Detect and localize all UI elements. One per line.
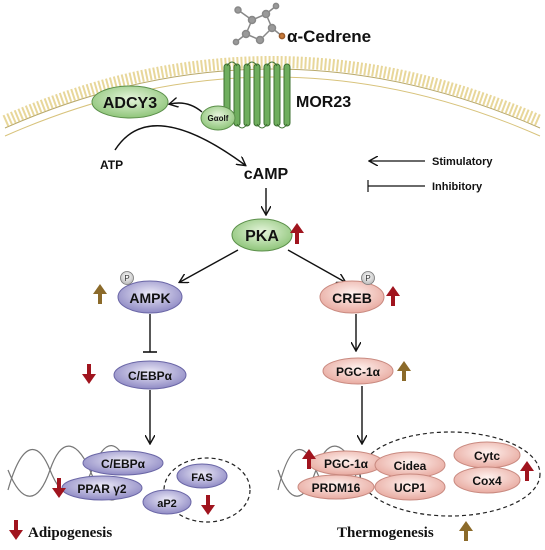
gene-cox4-node [453,466,521,494]
adipogenesis-label: Adipogenesis [28,525,112,541]
pgc1a-label: PGC-1α [336,365,381,379]
cebpa-node [113,360,187,390]
gene-ucp1-label: UCP1 [394,481,426,495]
gene-cebpa-label: C/EBPα [101,457,146,471]
ligand-name: α-Cedrene [287,27,371,46]
ampk-node [117,280,183,314]
legend-inhibitory: Inhibitory [432,181,483,193]
receptor-name: MOR23 [296,94,351,111]
atp-label: ATP [100,158,123,172]
thermogenesis-label: Thermogenesis [337,525,434,541]
gene-ap2-node [142,489,192,515]
legend: Stimulatory Inhibitory [367,156,493,193]
ampk-phospho-label: P [124,274,129,283]
cebpa-down-arrow-icon [82,364,96,384]
g-alpha-olf-node [200,105,236,131]
creb-phospho-label: P [365,274,370,283]
gene-cidea-label: Cidea [394,459,427,473]
fas-down-arrow-icon [201,495,215,515]
gene-fas-label: FAS [191,472,212,484]
gene-pparg2-label: PPAR γ2 [77,482,126,496]
cell-membrane [2,56,543,137]
pgc1a-node [322,357,394,385]
left-target-genes-circle [163,457,251,523]
gene-prdm16-node [297,474,375,500]
g-alpha-olf-label: Gαolf [208,114,229,123]
left-genes-down-arrow-icon [52,478,66,498]
adipogenesis-down-arrow-icon [9,520,23,540]
cebpa-label: C/EBPα [128,369,173,383]
pka-up-arrow-icon [290,223,304,244]
pka-node [231,218,293,252]
gene-cebpa-node [82,450,164,476]
pka-to-creb-arrow [287,249,345,282]
ampk-phospho-icon [120,271,134,285]
creb-phospho-icon [361,271,375,285]
pka-label: PKA [245,228,279,245]
gene-pgc1a-label: PGC-1α [324,457,369,471]
creb-label: CREB [332,290,372,306]
gene-prdm16-label: PRDM16 [312,481,361,495]
atp-to-camp-arrow [114,125,245,165]
pka-to-ampk-arrow [180,249,239,282]
camp-label: cAMP [244,166,289,183]
creb-up-arrow-icon [386,286,400,306]
creb-node [319,280,385,314]
gene-cox4-label: Cox4 [472,474,502,488]
right-genes-up-arrow-icon [302,449,316,469]
ampk-up-arrow-icon [93,284,107,304]
alpha-cedrene-molecule-icon [232,2,286,46]
legend-stimulatory: Stimulatory [432,156,493,168]
pgc1a-up-arrow-icon [397,361,411,381]
gene-cytc-label: Cytc [474,449,500,463]
adcy3-label: ADCY3 [103,95,157,112]
gene-ucp1-node [374,473,446,501]
gene-fas-node [176,463,228,489]
galpha-to-adcy3-arrow [170,103,203,113]
cox4-up-arrow-icon [520,461,534,481]
gene-ap2-label: aP2 [157,498,177,510]
ampk-label: AMPK [129,290,170,306]
thermogenesis-up-arrow-icon [459,521,473,541]
